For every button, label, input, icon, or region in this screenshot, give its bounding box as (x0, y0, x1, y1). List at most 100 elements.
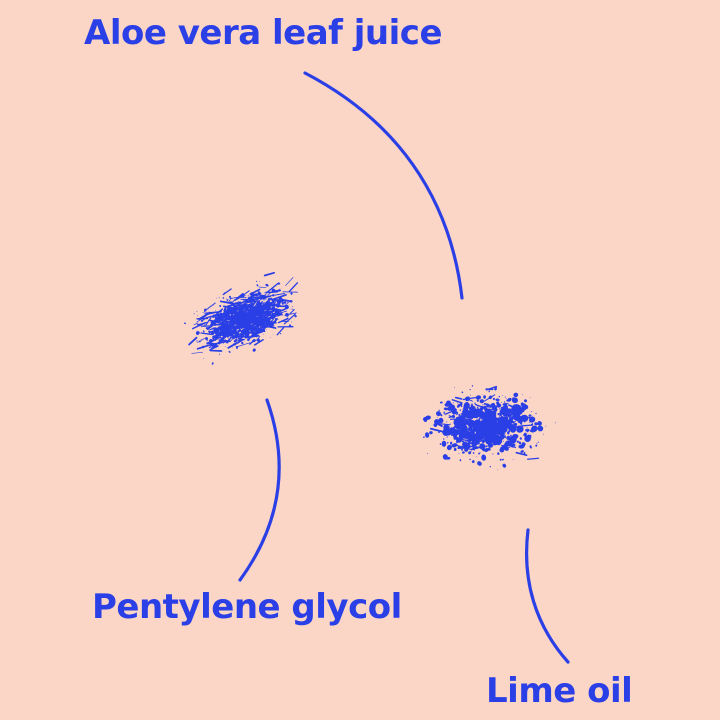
particle (476, 442, 480, 445)
particle (501, 430, 504, 432)
particle (263, 299, 265, 301)
particle (455, 413, 458, 416)
particle (214, 335, 219, 340)
particle (475, 436, 480, 440)
particle (242, 326, 245, 329)
particle (238, 309, 240, 311)
particle (474, 402, 476, 405)
particle (554, 422, 556, 424)
particle (197, 315, 198, 316)
particle (241, 337, 242, 339)
particle (251, 316, 252, 318)
particle (476, 409, 479, 411)
particle (498, 413, 500, 415)
particle (486, 385, 498, 391)
particle (203, 358, 205, 359)
particle (262, 316, 263, 317)
particle (223, 312, 224, 313)
particle (228, 299, 231, 302)
particle (476, 405, 478, 407)
particle (454, 424, 467, 427)
particle (512, 412, 519, 418)
particle (512, 418, 514, 420)
particle (230, 314, 232, 316)
particle (499, 416, 501, 418)
particle (205, 337, 208, 340)
particle (531, 422, 533, 424)
particle (464, 403, 468, 406)
particle (543, 433, 544, 435)
particle (518, 444, 525, 449)
particle (524, 435, 531, 442)
particle (278, 288, 280, 290)
particle (507, 402, 509, 405)
particle (504, 424, 508, 429)
particle (228, 337, 230, 339)
particle (196, 310, 198, 312)
particle (215, 297, 217, 299)
particle (456, 402, 458, 404)
particle (471, 420, 474, 422)
particle (283, 302, 284, 303)
particle (467, 438, 472, 443)
particle (537, 425, 544, 432)
particle (233, 304, 235, 307)
particle (230, 312, 232, 315)
particle (534, 422, 538, 426)
particle (461, 411, 463, 412)
particle (259, 308, 262, 310)
particle (468, 421, 473, 426)
particle (267, 298, 285, 302)
particle (461, 391, 464, 394)
particle (211, 333, 213, 335)
particle (462, 429, 465, 432)
particle (285, 312, 289, 317)
particle (227, 310, 229, 312)
particle (481, 414, 494, 420)
particle (214, 314, 226, 322)
particle (249, 316, 251, 318)
particle (518, 418, 521, 420)
particle (267, 292, 272, 296)
particle (232, 329, 235, 332)
particle (232, 310, 235, 314)
particle (278, 300, 280, 302)
particle (292, 308, 294, 310)
particle (468, 435, 470, 437)
particle (450, 423, 452, 425)
particle (220, 318, 221, 320)
particle (262, 310, 264, 313)
particle (225, 341, 229, 344)
particle (230, 301, 232, 303)
particle (462, 396, 477, 401)
particle (256, 284, 259, 287)
particle (261, 324, 263, 327)
particle (476, 399, 479, 402)
particle (463, 427, 468, 433)
particle (462, 410, 465, 412)
particle (271, 312, 274, 316)
particle (504, 433, 506, 435)
particle (207, 341, 209, 343)
particle (490, 403, 495, 408)
particle (264, 309, 276, 317)
particle (520, 442, 522, 443)
particle (517, 426, 519, 428)
particle (218, 323, 220, 325)
particle (472, 410, 474, 413)
particle (468, 426, 470, 428)
particle (258, 326, 259, 328)
particle (288, 304, 290, 306)
particle (237, 342, 251, 347)
particle (504, 402, 508, 406)
particle (471, 403, 473, 405)
particle (219, 310, 228, 317)
particle (469, 420, 472, 422)
particle (492, 453, 494, 455)
particle (191, 321, 207, 330)
particle (469, 394, 471, 396)
particle (471, 406, 475, 409)
particle (276, 327, 285, 336)
particle (224, 346, 226, 347)
particle (507, 432, 510, 435)
